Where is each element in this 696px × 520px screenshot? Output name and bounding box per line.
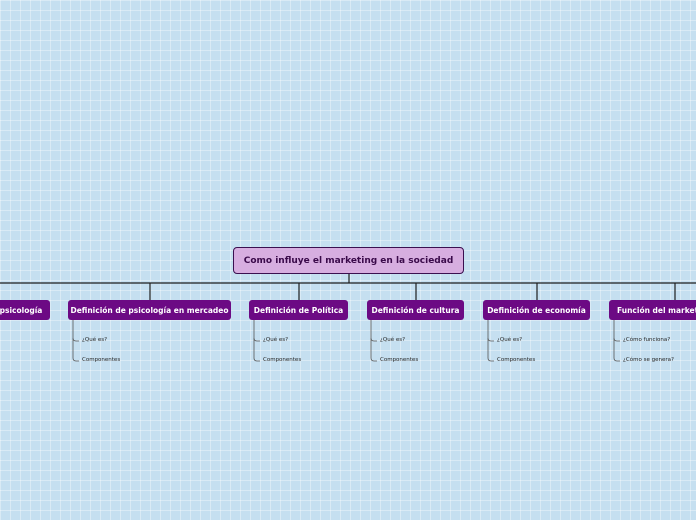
subtopic-item[interactable]: ¿Cómo funciona?	[623, 337, 671, 343]
sub-connector-4a	[370, 320, 377, 342]
sub-connector-2b	[72, 338, 79, 362]
topic-politica[interactable]: Definición de Política	[249, 300, 348, 320]
topic-economia[interactable]: Definición de economía	[483, 300, 590, 320]
topic-label: Definición de Política	[253, 305, 344, 315]
topic-label: Definición de psicología en mercadeo	[70, 305, 229, 315]
sub-connector-6a	[613, 320, 620, 342]
sub-connector-3b	[253, 338, 260, 362]
topic-cultura[interactable]: Definición de cultura	[367, 300, 464, 320]
topic-label: Definición de economía	[487, 305, 586, 315]
sub-connector-6b	[613, 338, 620, 362]
central-topic[interactable]: Como influye el marketing en la sociedad	[233, 247, 464, 274]
subtopic-item[interactable]: Componentes	[263, 357, 302, 363]
subtopic-item[interactable]: ¿Qué es?	[263, 337, 289, 343]
subtopic-item[interactable]: ¿Qué es?	[497, 337, 523, 343]
subtopic-item[interactable]: Componentes	[82, 357, 121, 363]
subtopic-item[interactable]: ¿Cómo se genera?	[623, 357, 674, 363]
sub-connector-2a	[72, 320, 79, 342]
subtopic-item[interactable]: ¿Qué es?	[82, 337, 108, 343]
topic-label: Función del marketi	[617, 305, 696, 315]
topic-label: Definición de cultura	[371, 305, 460, 315]
sub-connector-3a	[253, 320, 260, 342]
topic-psicologia-mercadeo[interactable]: Definición de psicología en mercadeo	[68, 300, 231, 320]
sub-connector-5b	[487, 338, 494, 362]
topic-funcion-marketing[interactable]: Función del marketi	[609, 300, 696, 320]
subtopic-item[interactable]: Componentes	[497, 357, 536, 363]
sub-connector-5a	[487, 320, 494, 342]
topic-psicologia[interactable]: psicología	[0, 300, 50, 320]
subtopic-item[interactable]: ¿Qué es?	[380, 337, 406, 343]
central-topic-label: Como influye el marketing en la sociedad	[243, 255, 454, 266]
sub-connector-4b	[370, 338, 377, 362]
topic-label: psicología	[0, 305, 43, 315]
subtopic-item[interactable]: Componentes	[380, 357, 419, 363]
